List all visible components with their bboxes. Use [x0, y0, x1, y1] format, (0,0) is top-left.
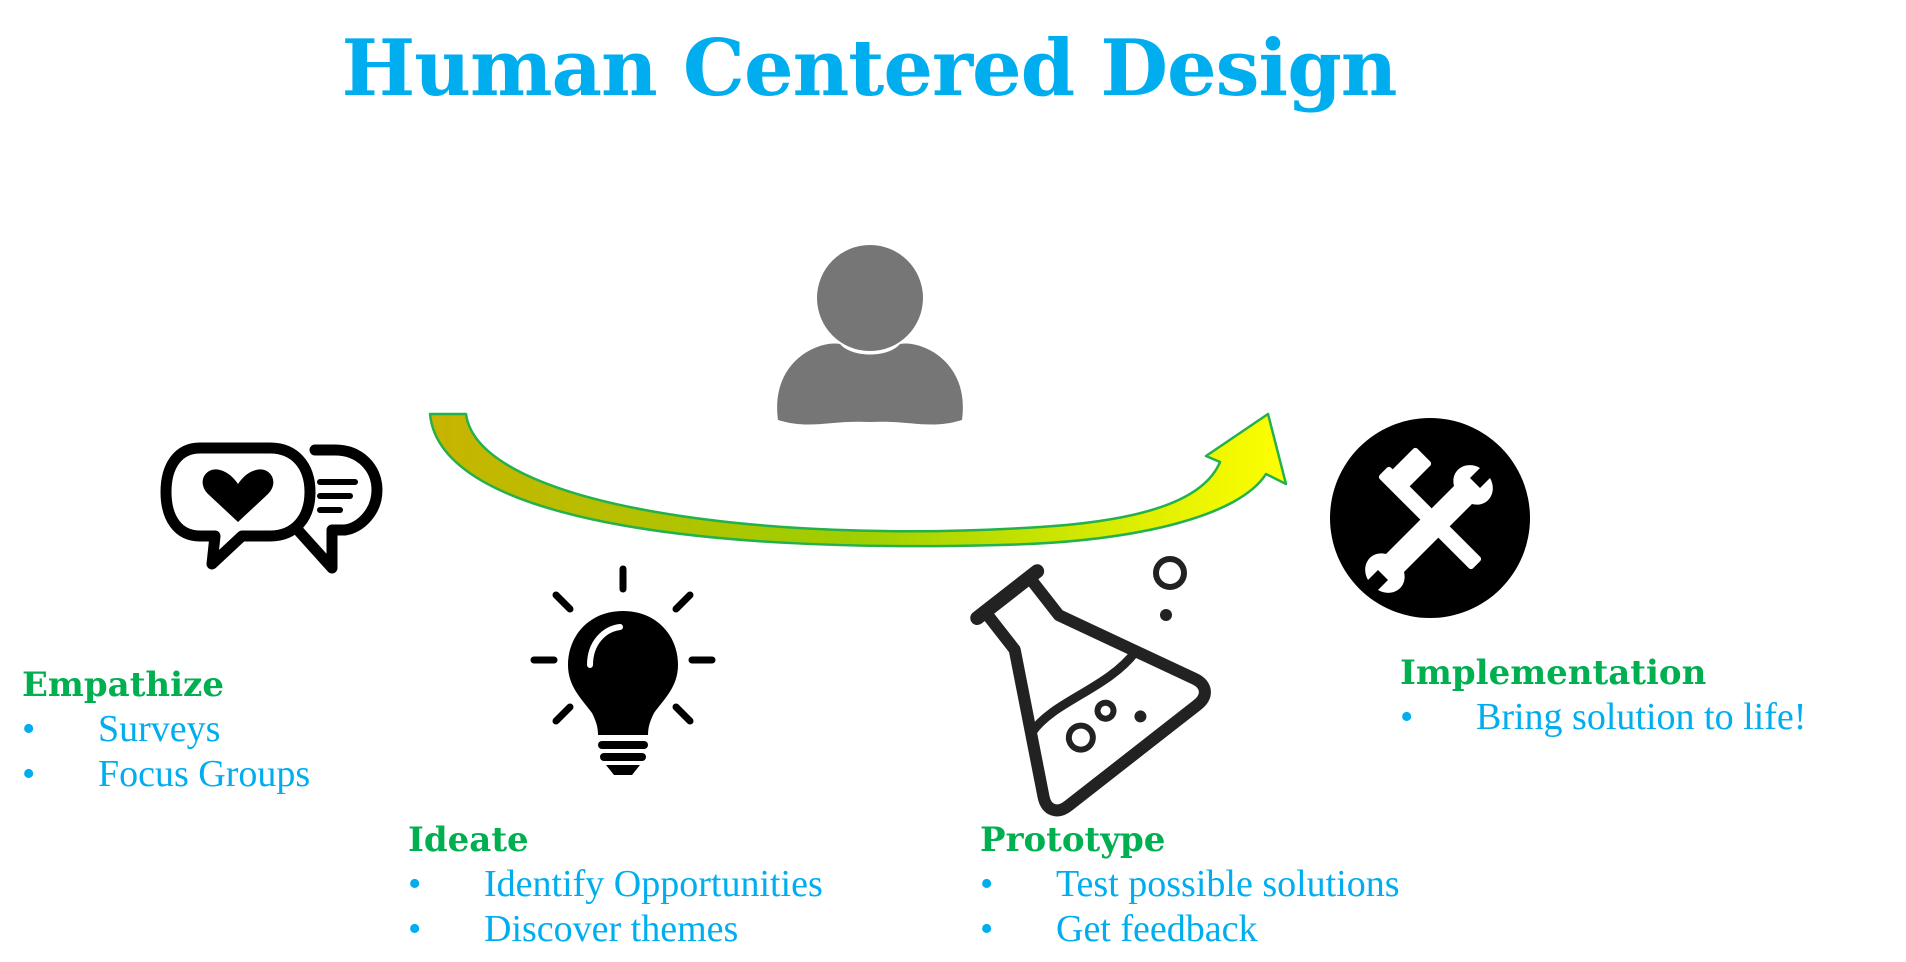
bullet: •: [980, 863, 994, 905]
page-title: Human Centered Design: [341, 23, 1398, 114]
stage-implementation: Implementation •Bring solution to life!: [1400, 651, 1806, 740]
stage-items: •Test possible solutions •Get feedback: [980, 862, 1400, 952]
list-item: •Identify Opportunities: [408, 863, 823, 905]
list-item: •Test possible solutions: [980, 863, 1400, 905]
lightbulb-icon: [530, 565, 716, 775]
stage-empathize: Empathize •Surveys •Focus Groups: [22, 663, 310, 797]
stage-heading: Implementation: [1400, 653, 1707, 693]
stage-heading: Prototype: [980, 820, 1166, 860]
bullet: •: [408, 863, 422, 905]
bullet: •: [408, 908, 422, 950]
bullet: •: [22, 708, 36, 750]
bullet: •: [980, 908, 994, 950]
flask-icon: [970, 556, 1211, 817]
stage-items: •Bring solution to life!: [1400, 695, 1806, 740]
list-item: •Bring solution to life!: [1400, 696, 1807, 738]
list-item: •Discover themes: [408, 908, 739, 950]
list-item: •Get feedback: [980, 908, 1258, 950]
stage-heading: Ideate: [408, 820, 529, 860]
tools-icon: [1330, 418, 1530, 618]
stage-heading: Empathize: [22, 665, 224, 705]
person-icon: [777, 245, 963, 425]
stage-items: •Surveys •Focus Groups: [22, 707, 310, 797]
list-item: •Focus Groups: [22, 753, 311, 795]
stage-prototype: Prototype •Test possible solutions •Get …: [980, 818, 1400, 952]
stage-ideate: Ideate •Identify Opportunities •Discover…: [408, 818, 823, 952]
speech-bubbles-heart-icon: [160, 442, 383, 574]
stage-items: •Identify Opportunities •Discover themes: [408, 862, 823, 952]
bullet: •: [22, 753, 36, 795]
list-item: •Surveys: [22, 708, 221, 750]
bullet: •: [1400, 696, 1414, 738]
